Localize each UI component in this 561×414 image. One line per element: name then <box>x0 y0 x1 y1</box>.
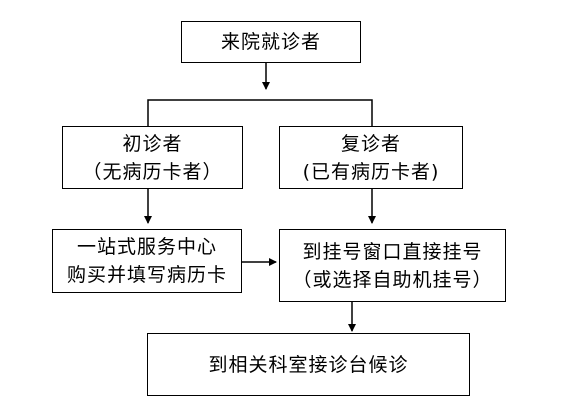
first-visit-title: 初诊者 <box>122 132 183 155</box>
service-center-box: 一站式服务中心 购买并填写病历卡 <box>52 229 242 293</box>
return-visit-note: (已有病历卡者) <box>302 160 440 183</box>
registration-box: 到挂号窗口直接挂号 （或选择自助机挂号） <box>279 229 506 302</box>
registration-alternative: （或选择自助机挂号） <box>292 268 493 291</box>
department-label: 到相关科室接诊台候诊 <box>208 353 409 376</box>
first-visit-note: （无病历卡者） <box>82 160 223 183</box>
registration-title: 到挂号窗口直接挂号 <box>302 240 483 263</box>
service-center-action: 购买并填写病历卡 <box>66 264 227 286</box>
split-branch-line <box>147 99 373 126</box>
department-box: 到相关科室接诊台候诊 <box>147 333 470 396</box>
service-center-title: 一站式服务中心 <box>76 236 217 258</box>
start-label: 来院就诊者 <box>220 31 321 53</box>
return-visit-title: 复诊者 <box>340 132 401 155</box>
first-visit-box: 初诊者 （无病历卡者） <box>62 126 243 189</box>
start-box: 来院就诊者 <box>181 21 361 63</box>
return-visit-box: 复诊者 (已有病历卡者) <box>279 126 463 189</box>
